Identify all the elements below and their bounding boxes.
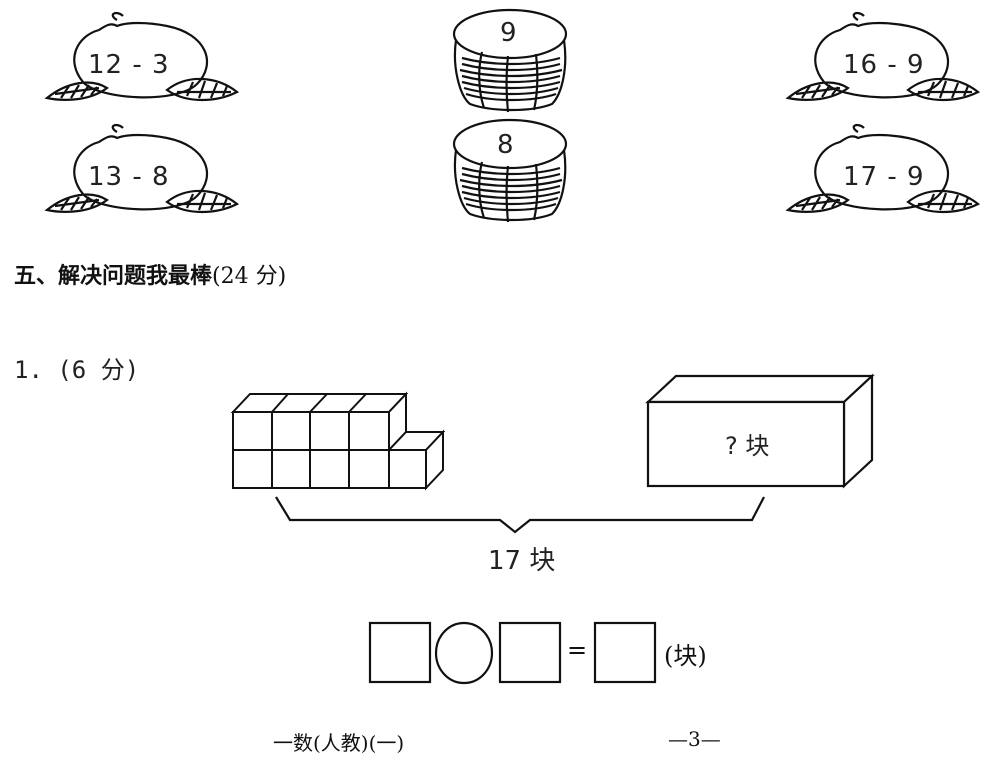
section-title-text: 五、解决问题我最棒: [14, 264, 213, 289]
answer-box-2: [498, 621, 562, 684]
box-icon: [645, 373, 875, 489]
unit-label: (块): [664, 642, 707, 670]
basket-value: 8: [497, 130, 515, 160]
page-number: —3—: [668, 727, 721, 751]
peach-expr: 12 - 3: [88, 50, 170, 80]
answer-box-1: [368, 621, 432, 684]
section-title: 五、解决问题我最棒(24 分): [14, 258, 286, 290]
total-label: 17 块: [488, 546, 556, 576]
equals-sign: =: [567, 636, 588, 664]
peach-expr: 16 - 9: [843, 50, 925, 80]
footer-book-label: 一数(人教)(一): [273, 731, 405, 755]
basket-value: 9: [500, 18, 518, 48]
section-points: (24 分): [212, 264, 287, 289]
box-label: ? 块: [725, 432, 770, 460]
operator-circle: [434, 621, 494, 685]
brace-icon: [275, 496, 765, 534]
peach-expr: 13 - 8: [88, 162, 170, 192]
cube-icon: [230, 391, 446, 491]
question-label: 1. (6 分): [14, 356, 140, 384]
peach-expr: 17 - 9: [843, 162, 925, 192]
answer-box-3: [593, 621, 657, 684]
